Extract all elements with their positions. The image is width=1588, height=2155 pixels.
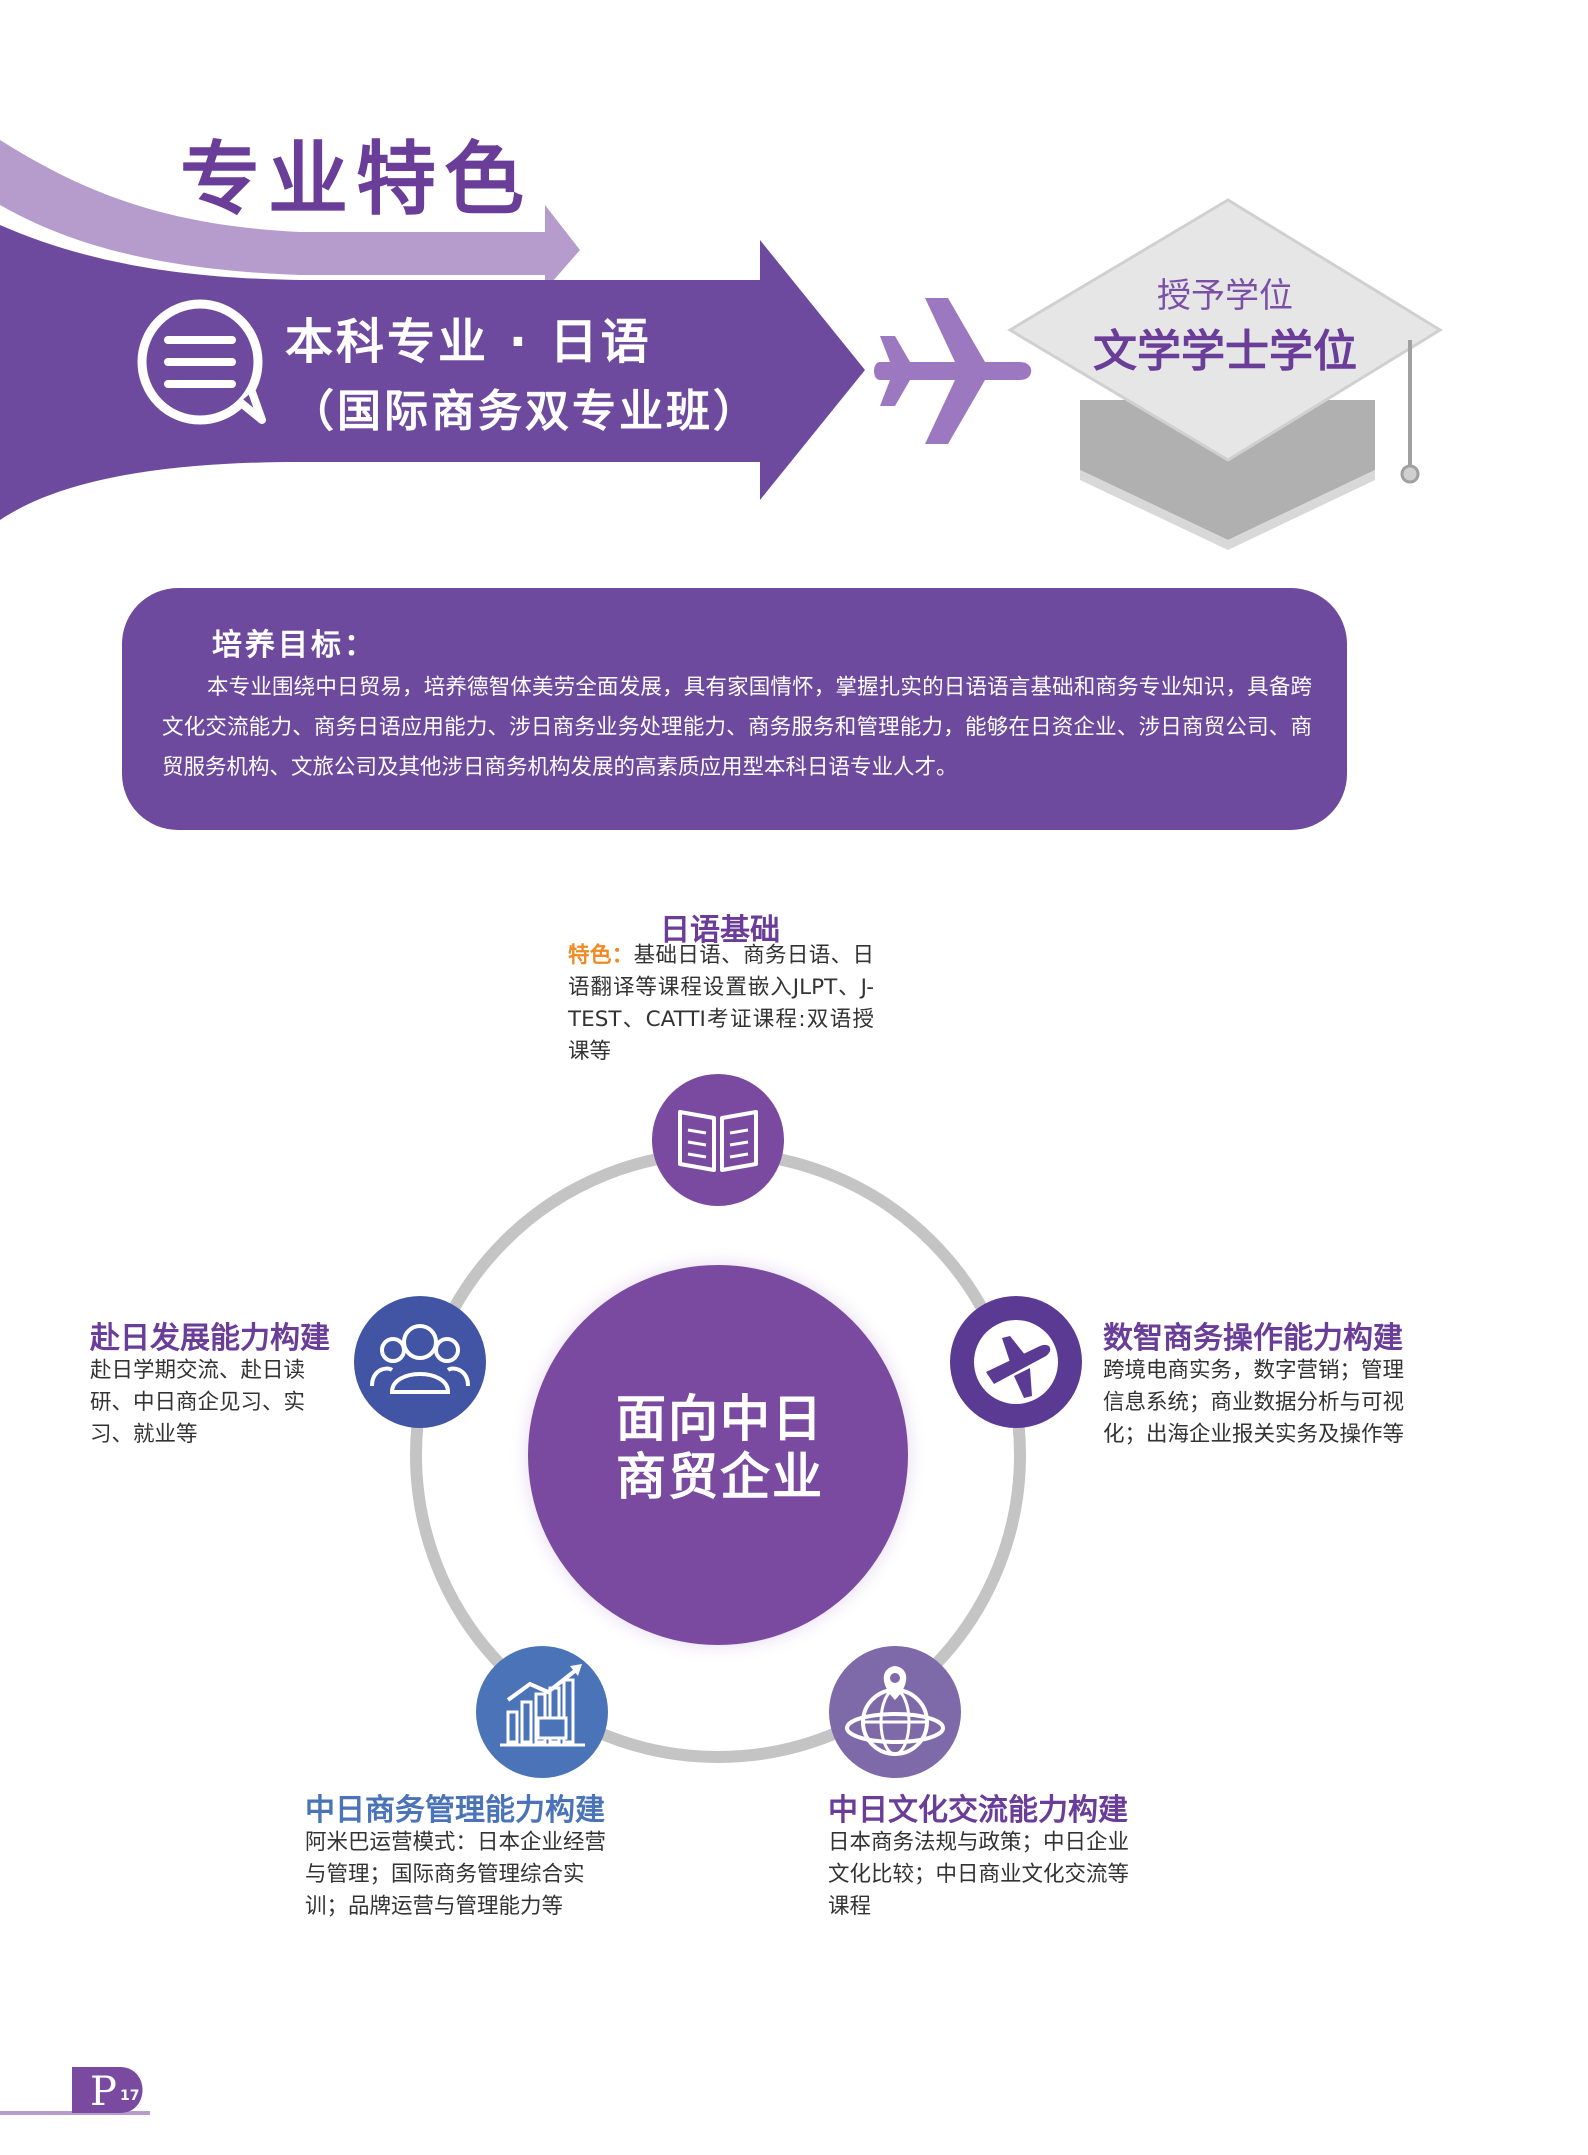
feature-bottom-left-title: 中日商务管理能力构建 [305, 1793, 605, 1828]
feature-top-text: 基础日语、商务日语、日语翻译等课程设置嵌入JLPT、J-TEST、CATTI考证… [568, 943, 874, 1064]
feature-right-desc: 跨境电商实务，数字营销；管理信息系统；商业数据分析与可视化；出海企业报关实务及操… [1103, 1358, 1405, 1447]
main-purple-arrow [0, 225, 865, 520]
goal-panel [122, 588, 1347, 830]
major-subtitle: （国际商务双专业班） [290, 386, 760, 437]
airplane-icon [874, 298, 1032, 444]
degree-value: 文学学士学位 [1093, 326, 1357, 377]
page-letter: P [90, 2069, 117, 2115]
plane-circle-icon [950, 1296, 1082, 1428]
book-icon [652, 1074, 784, 1206]
light-swoosh-arrow [0, 140, 580, 290]
feature-right-title: 数智商务操作能力构建 [1103, 1321, 1403, 1356]
globe-pin-icon [829, 1646, 961, 1778]
major-title: 本科专业 · 日语 [285, 314, 652, 370]
feature-bottom-right-title: 中日文化交流能力构建 [828, 1793, 1128, 1828]
feature-bottom-left-desc: 阿米巴运营模式：日本企业经营与管理；国际商务管理综合实训；品牌运营与管理能力等 [305, 1830, 607, 1919]
goal-text: 本专业围绕中日贸易，培养德智体美劳全面发展，具有家国情怀，掌握扎实的日语语言基础… [162, 675, 1312, 780]
feature-top-desc: 特色：基础日语、商务日语、日语翻译等课程设置嵌入JLPT、J-TEST、CATT… [568, 940, 874, 1068]
feature-left-title: 赴日发展能力构建 [90, 1321, 330, 1356]
chat-menu-icon [137, 299, 266, 425]
feature-bottom-right-desc: 日本商务法规与政策；中日企业文化比较；中日商业文化交流等课程 [828, 1830, 1130, 1919]
feature-left-desc: 赴日学期交流、赴日读研、中日商企见习、实习、就业等 [90, 1358, 306, 1447]
feature-top-highlight: 特色： [568, 943, 634, 968]
users-icon [354, 1296, 486, 1428]
growth-chart-icon [476, 1646, 608, 1778]
degree-label: 授予学位 [1157, 276, 1293, 316]
center-label: 面向中日 商贸企业 [575, 1390, 865, 1506]
center-line2: 商贸企业 [616, 1448, 824, 1506]
center-line1: 面向中日 [616, 1390, 824, 1448]
goal-title: 培养目标： [212, 628, 377, 663]
page-number-badge: P [0, 2067, 150, 2115]
header-banner [0, 140, 1443, 550]
graduation-cap-icon [1007, 198, 1443, 550]
page-number: 17 [120, 2088, 140, 2104]
feature-top-title: 日语基础 [660, 913, 780, 948]
page-title: 专业特色 [180, 133, 532, 226]
center-circle [528, 1265, 908, 1645]
